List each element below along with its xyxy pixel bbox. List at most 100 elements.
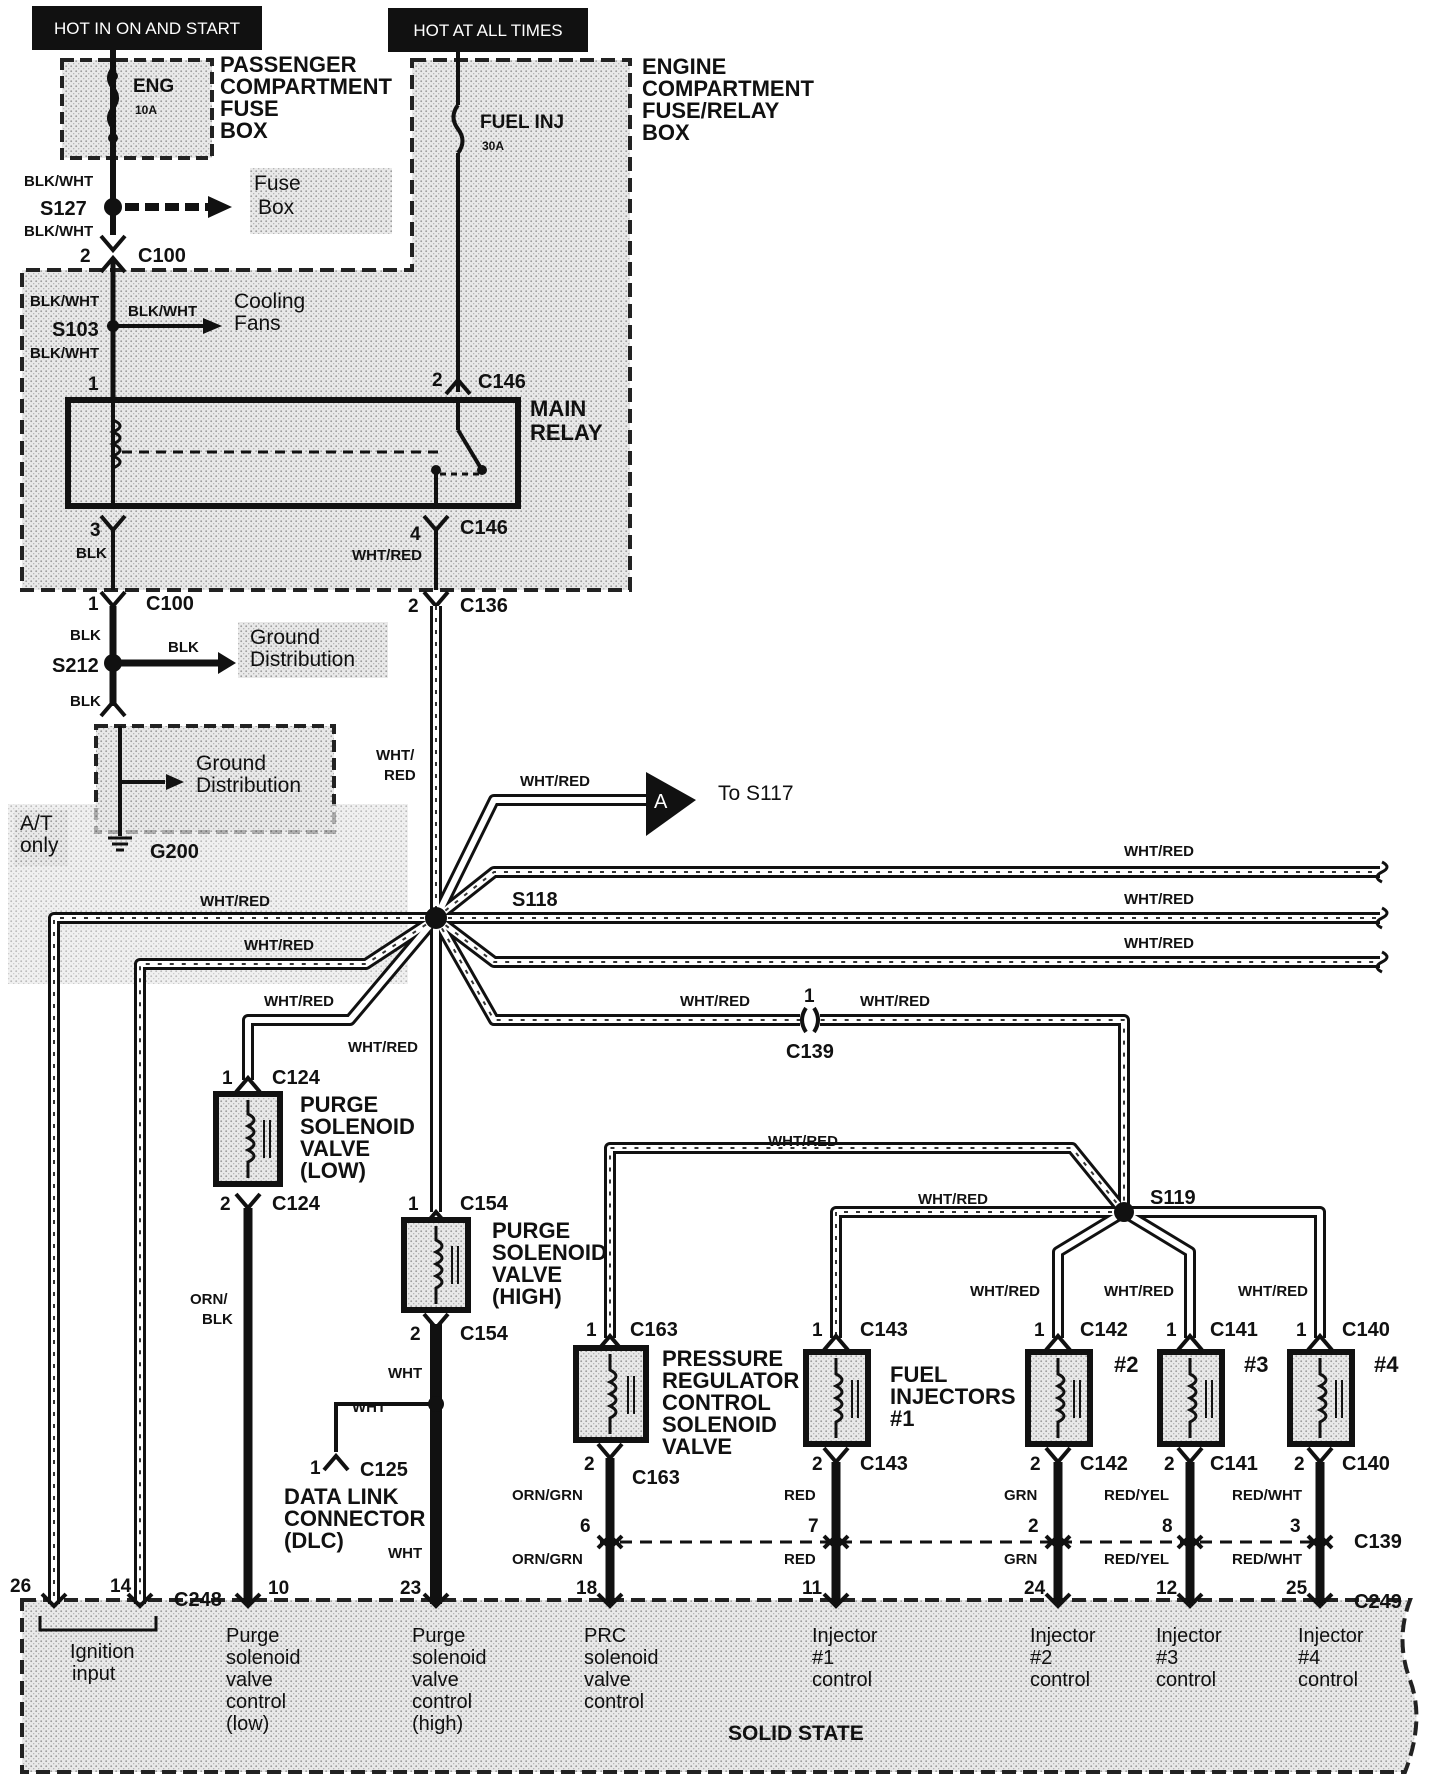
passenger-box-region <box>60 58 214 160</box>
injector-4-label: #4 <box>1374 1352 1399 1377</box>
eng-fuse-name: ENG <box>133 76 174 97</box>
c140-label-top: C140 <box>1342 1319 1390 1341</box>
arrow-a-icon <box>646 772 696 836</box>
red-wht-label-1: RED/WHT <box>1232 1487 1302 1504</box>
svg-text:#2: #2 <box>1030 1647 1052 1669</box>
header-hot-all-times-text: HOT AT ALL TIMES <box>413 21 562 40</box>
c100-label-bottom: C100 <box>146 593 194 615</box>
c248-label: C248 <box>174 1589 222 1611</box>
svg-text:BOX: BOX <box>642 120 690 145</box>
c141-pin-1: 1 <box>1166 1320 1177 1341</box>
svg-text:control: control <box>226 1691 286 1713</box>
wht-red-purge-low-label: WHT/RED <box>264 993 334 1010</box>
blk-wht-label-3: BLK/WHT <box>30 293 99 310</box>
injector-4 <box>1287 1332 1355 1466</box>
header-hot-all-times <box>388 8 588 52</box>
injector-2 <box>1025 1332 1093 1466</box>
c154-pin-1: 1 <box>408 1194 419 1215</box>
wht-red-c139-right-label: WHT/RED <box>860 993 930 1010</box>
relay-pin-1: 1 <box>88 374 99 395</box>
svg-text:REGULATOR: REGULATOR <box>662 1368 799 1393</box>
ecu-connector-pins <box>40 1592 1334 1609</box>
svg-text:valve: valve <box>584 1669 631 1691</box>
svg-text:(HIGH): (HIGH) <box>492 1284 562 1309</box>
svg-text:#1: #1 <box>812 1647 834 1669</box>
red-yel-label-1: RED/YEL <box>1104 1487 1169 1504</box>
s119-label: S119 <box>1150 1187 1196 1209</box>
c249-pin-12: 12 <box>1156 1578 1177 1599</box>
c249-pin-25: 25 <box>1286 1578 1308 1599</box>
svg-text:PRESSURE: PRESSURE <box>662 1346 783 1371</box>
ecu-region <box>20 1598 1419 1774</box>
svg-text:Purge: Purge <box>412 1625 465 1647</box>
ecu-inj4-ctrl: Injector #4 control <box>1298 1625 1364 1691</box>
c125-label: C125 <box>360 1459 408 1481</box>
c100-pin-2: 2 <box>80 246 91 267</box>
c249-pin-11: 11 <box>802 1578 823 1599</box>
svg-text:#3: #3 <box>1156 1647 1178 1669</box>
c142-label-top: C142 <box>1080 1319 1128 1341</box>
c140-pin-2: 2 <box>1294 1454 1305 1475</box>
ground-dist-ref-2: Distribution <box>250 648 355 671</box>
ground-dist-arrow-icon <box>218 652 236 674</box>
wht-red-c139-left-label: WHT/RED <box>680 993 750 1010</box>
fuel-inj-fuse-rating: 30A <box>482 139 504 153</box>
ecu-ignition-input: Ignition input <box>70 1641 135 1685</box>
svg-text:valve: valve <box>412 1669 459 1691</box>
c140-label-bottom: C140 <box>1342 1453 1390 1475</box>
cooling-fans-arrow-icon <box>203 318 222 334</box>
injector-2-label: #2 <box>1114 1352 1138 1377</box>
c139-pins <box>596 1533 1334 1551</box>
c139-pin-2: 2 <box>1028 1516 1039 1537</box>
svg-text:(high): (high) <box>412 1713 463 1735</box>
s212-label: S212 <box>52 655 99 677</box>
c248-pin-23: 23 <box>400 1578 421 1599</box>
wht-red-inj4-label: WHT/RED <box>1238 1283 1308 1300</box>
c141-label-bottom: C141 <box>1210 1453 1258 1475</box>
svg-text:solenoid: solenoid <box>584 1647 659 1669</box>
purge-low-label: PURGE SOLENOID VALVE (LOW) <box>300 1092 415 1183</box>
blk-wht-label-5: BLK/WHT <box>128 303 197 320</box>
fuel-inj-fuse-name: FUEL INJ <box>480 112 564 133</box>
svg-text:Ignition: Ignition <box>70 1641 135 1663</box>
c249-pin-18: 18 <box>576 1578 597 1599</box>
svg-text:CONNECTOR: CONNECTOR <box>284 1506 425 1531</box>
c143-label-bottom: C143 <box>860 1453 908 1475</box>
c124-label-bottom: C124 <box>272 1193 321 1215</box>
main-relay-box <box>65 397 521 509</box>
c140-pin-1: 1 <box>1296 1320 1307 1341</box>
ignition-bracket <box>38 1616 158 1632</box>
c124-pin-2: 2 <box>220 1194 231 1215</box>
fuse-box-ref-1: Fuse <box>254 172 301 195</box>
c141-pin-2: 2 <box>1164 1454 1175 1475</box>
c248-pin-10: 10 <box>268 1578 289 1599</box>
svg-text:#4: #4 <box>1298 1647 1320 1669</box>
s127-label: S127 <box>40 198 87 220</box>
red-wht-label-2: RED/WHT <box>1232 1551 1302 1568</box>
c143-label-top: C143 <box>860 1319 908 1341</box>
c141-label-top: C141 <box>1210 1319 1258 1341</box>
c142-pin-2: 2 <box>1030 1454 1041 1475</box>
ecu-inj2-ctrl: Injector #2 control <box>1030 1625 1096 1691</box>
prc-coil-icon <box>606 1354 618 1434</box>
wht-red-purge-high-label: WHT/RED <box>348 1039 418 1056</box>
red-yel-label-2: RED/YEL <box>1104 1551 1169 1568</box>
c139-pin-6: 6 <box>580 1516 591 1537</box>
svg-text:Injector: Injector <box>812 1625 878 1647</box>
svg-text:VALVE: VALVE <box>300 1136 370 1161</box>
svg-text:control: control <box>412 1691 472 1713</box>
svg-text:input: input <box>72 1663 116 1685</box>
relay-switch-icon <box>456 428 484 472</box>
fuse-box-ref-2: Box <box>258 196 295 219</box>
at-only-label-region <box>14 810 68 866</box>
blk-wht-label-1: BLK/WHT <box>24 173 93 190</box>
c136-label: C136 <box>460 595 508 617</box>
wht-red-trunk-label-2: RED <box>384 767 416 784</box>
g200-label: G200 <box>150 841 199 863</box>
cooling-fans-ref-region <box>228 288 320 342</box>
c154-label-bottom: C154 <box>460 1323 509 1345</box>
svg-text:control: control <box>1156 1669 1216 1691</box>
wht-label-2: WHT <box>352 1399 386 1416</box>
at-only-label-1: A/T <box>20 812 53 835</box>
purge-high-label: PURGE SOLENOID VALVE (HIGH) <box>492 1218 607 1309</box>
